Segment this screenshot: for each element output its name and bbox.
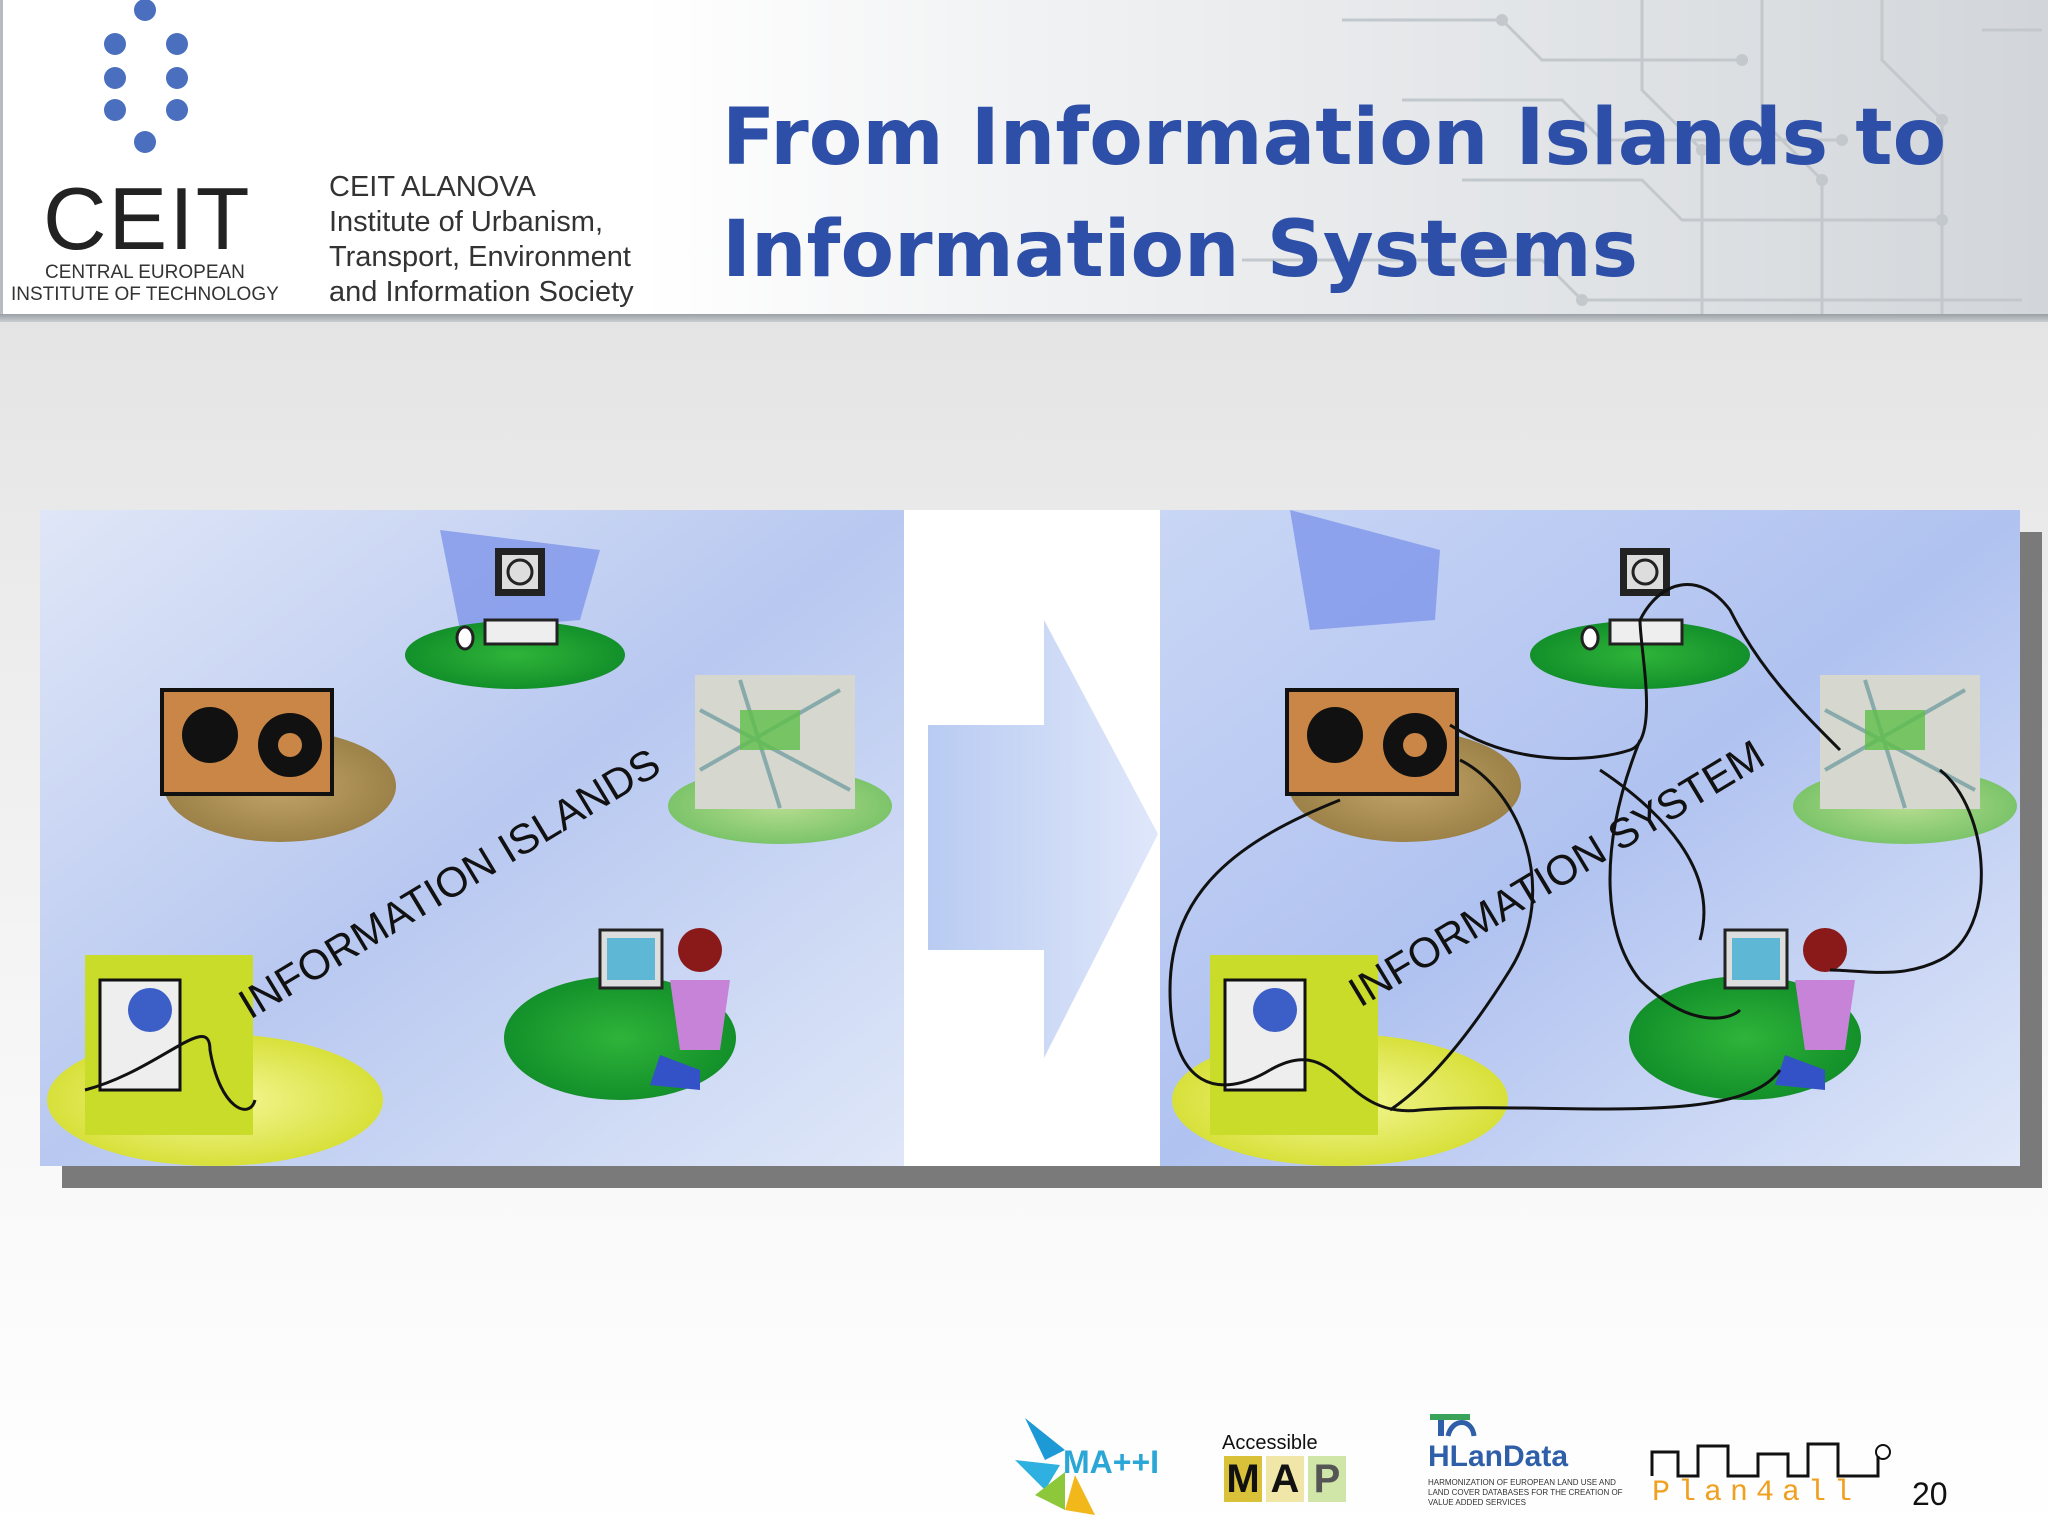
hlandata-logo: HLanData HARMONIZATION OF EUROPEAN LAND … [1428, 1412, 1628, 1512]
plan4all-text: Plan4all [1652, 1476, 1861, 1510]
hlandata-tagline: HARMONIZATION OF EUROPEAN LAND USE AND L… [1428, 1478, 1623, 1507]
information-islands-panel [40, 510, 904, 1166]
page-number: 20 [1912, 1476, 1948, 1512]
plan4all-skyline-icon [1650, 1442, 1891, 1478]
accessible-text: Accessible [1222, 1432, 1318, 1454]
plan4all-logo: Plan4all [1648, 1440, 1898, 1510]
ma-plus-i-flower-icon [1015, 1418, 1095, 1515]
ceit-subtitle-1: CENTRAL EUROPEAN [45, 262, 245, 283]
ma-plus-i-logo: MA++I [1005, 1410, 1165, 1520]
accessible-map-logo: Accessible M A P [1220, 1432, 1370, 1502]
ceit-subtitle-2: INSTITUTE OF TECHNOLOGY [11, 284, 279, 305]
slide-title: From Information Islands to Information … [722, 82, 1946, 306]
header-divider [0, 314, 2048, 322]
transition-arrow [904, 510, 1160, 1166]
slide-title-line-2: Information Systems [722, 205, 1639, 295]
org-line: Institute of Urbanism, [329, 206, 603, 238]
map-letter-a: A [1266, 1456, 1304, 1502]
information-system-panel [1160, 510, 2020, 1166]
ceit-dots-icon [104, 0, 188, 153]
map-letter-m: M [1224, 1456, 1262, 1502]
ma-plus-i-text: MA++I [1063, 1444, 1160, 1480]
org-line: CEIT ALANOVA [329, 171, 536, 203]
slide-header: CEIT CENTRAL EUROPEAN INSTITUTE OF TECHN… [0, 0, 2048, 318]
ceit-logo-text: CEIT [43, 169, 252, 268]
map-letter-p: P [1308, 1456, 1346, 1502]
hlandata-icon [1430, 1414, 1477, 1437]
network-connections [1168, 583, 1983, 1113]
org-description: CEIT ALANOVA Institute of Urbanism, Tran… [329, 170, 634, 310]
org-line: and Information Society [329, 276, 634, 308]
org-line: Transport, Environment [329, 241, 631, 273]
ceit-logo-block: CEIT CENTRAL EUROPEAN INSTITUTE OF TECHN… [0, 0, 642, 314]
islands-to-system-diagram: INFORMATION ISLANDS INFORMATION SYSTEM [40, 510, 2020, 1166]
hlandata-text: HLanData [1428, 1440, 1569, 1473]
circuit-pattern [1242, 0, 2042, 314]
diagram-panel: INFORMATION ISLANDS INFORMATION SYSTEM [40, 510, 2020, 1166]
circuit-background [642, 0, 2048, 314]
slide-title-line-1: From Information Islands to [722, 93, 1947, 183]
